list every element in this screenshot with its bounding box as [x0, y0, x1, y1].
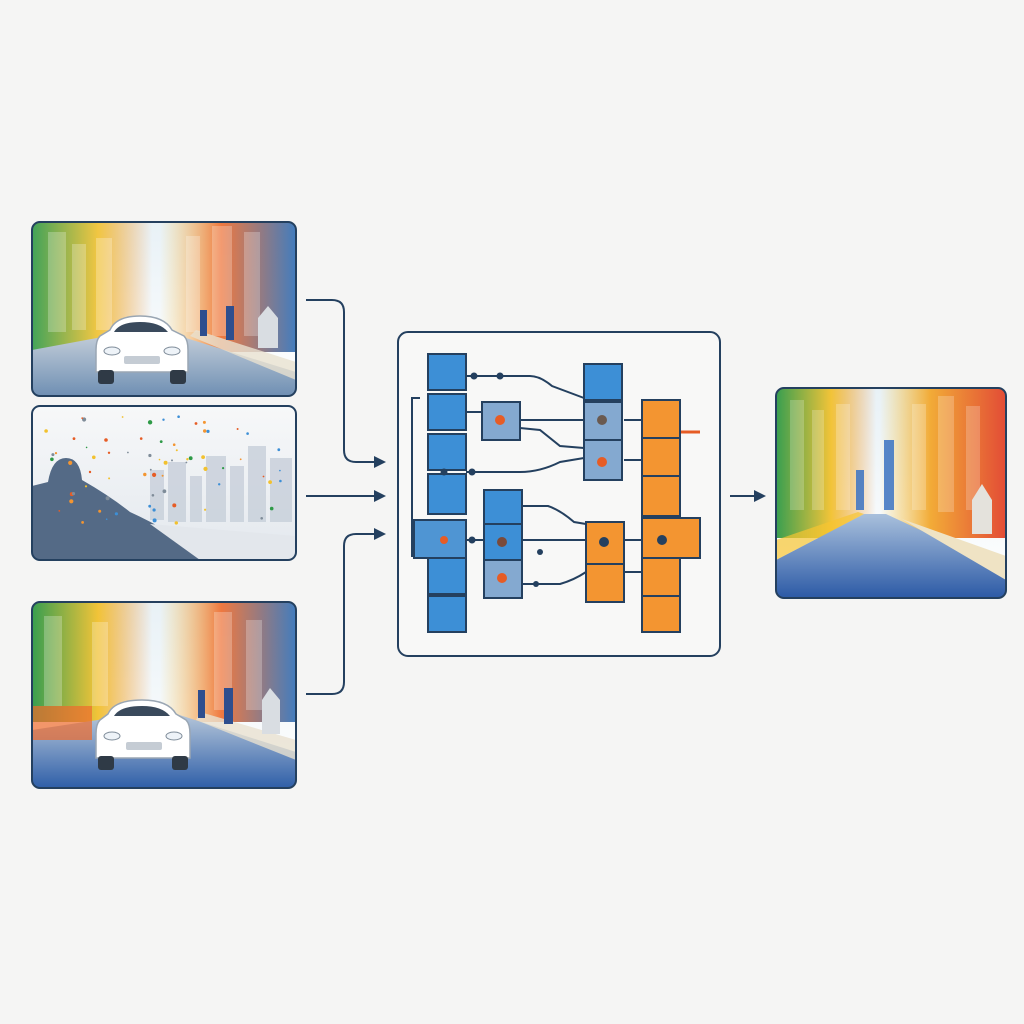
noise-particle: [204, 508, 207, 511]
arrowheads: [374, 456, 386, 540]
arrow-right-icon: [374, 456, 386, 468]
noise-particle: [162, 418, 165, 421]
noise-particle: [84, 485, 88, 488]
noise-particle: [175, 449, 178, 452]
noise-particle: [147, 420, 153, 425]
input-image-1: [32, 222, 296, 396]
output-connector: [730, 490, 766, 502]
noise-particle: [82, 417, 87, 422]
network-layer-orange: [641, 399, 701, 633]
noise-particle: [260, 517, 264, 520]
noise-particle: [151, 494, 155, 497]
noise-particle: [143, 472, 147, 477]
noise-particle: [203, 429, 207, 433]
noise-particle: [268, 480, 272, 484]
noise-particle: [172, 503, 177, 508]
input-image-2-frame: [31, 405, 297, 561]
noise-particle: [71, 492, 76, 496]
input-image-2: [32, 406, 296, 560]
noise-particle: [152, 508, 156, 512]
noise-particle: [236, 428, 239, 430]
noise-particle: [98, 509, 102, 513]
noise-particle: [277, 448, 281, 452]
noise-particle: [262, 475, 265, 478]
noise-particle: [54, 452, 58, 455]
output-image-frame: [775, 387, 1007, 599]
noise-particle: [194, 422, 198, 425]
noise-particle: [279, 469, 281, 472]
input-image-3: [32, 602, 296, 788]
noise-particle: [172, 443, 176, 447]
noise-particle: [81, 521, 84, 524]
network-layer-mid: [481, 401, 523, 599]
noise-particle: [68, 460, 73, 465]
noise-particle: [218, 483, 221, 486]
particle-noise: [44, 415, 282, 525]
noise-particle: [185, 461, 188, 464]
noise-particle: [202, 420, 206, 424]
noise-particle: [85, 446, 88, 449]
noise-particle: [269, 506, 274, 511]
noise-particle: [148, 504, 152, 508]
noise-particle: [72, 437, 76, 440]
noise-particle: [152, 518, 157, 523]
noise-particle: [81, 417, 84, 419]
noise-particle: [51, 453, 55, 457]
noise-particle: [58, 510, 61, 512]
noise-particle: [246, 432, 249, 435]
noise-particle: [148, 453, 152, 458]
noise-particle: [108, 477, 111, 480]
noise-particle: [127, 451, 129, 454]
noise-particle: [69, 499, 74, 504]
noise-particle: [203, 466, 208, 471]
input-image-1-frame: [31, 221, 297, 397]
noise-particle: [188, 456, 193, 461]
noise-particle: [121, 416, 124, 418]
network-layer-blue: [413, 353, 467, 633]
noise-particle: [44, 429, 48, 433]
noise-particle: [152, 472, 157, 477]
noise-particle: [105, 496, 110, 501]
noise-particle: [161, 474, 164, 477]
noise-particle: [50, 457, 54, 462]
output-image: [776, 388, 1006, 598]
noise-particle: [114, 512, 118, 516]
noise-particle: [171, 459, 173, 462]
arrow-right-icon: [374, 490, 386, 502]
input-image-3-frame: [31, 601, 297, 789]
noise-particle: [222, 467, 225, 470]
noise-particle: [174, 521, 178, 525]
noise-particle: [279, 479, 282, 483]
noise-particle: [88, 470, 92, 474]
noise-particle: [177, 415, 180, 419]
noise-particle: [105, 518, 108, 520]
arrow-right-icon: [754, 490, 766, 502]
noise-particle: [239, 458, 242, 461]
network-nodes: [440, 372, 667, 587]
noise-particle: [201, 455, 206, 459]
noise-particle: [163, 460, 168, 465]
noise-particle: [104, 438, 108, 442]
car-icon: [95, 699, 191, 770]
noise-particle: [158, 458, 161, 461]
noise-particle: [159, 440, 163, 443]
noise-particle: [162, 489, 167, 494]
noise-particle: [139, 437, 143, 440]
noise-particle: [107, 451, 111, 454]
noise-particle: [149, 468, 152, 471]
noise-particle: [206, 429, 210, 433]
arrow-right-icon: [374, 528, 386, 540]
input-connectors: [306, 299, 378, 695]
noise-particle: [186, 458, 189, 461]
car-icon: [95, 315, 189, 384]
noise-particle: [92, 455, 96, 460]
